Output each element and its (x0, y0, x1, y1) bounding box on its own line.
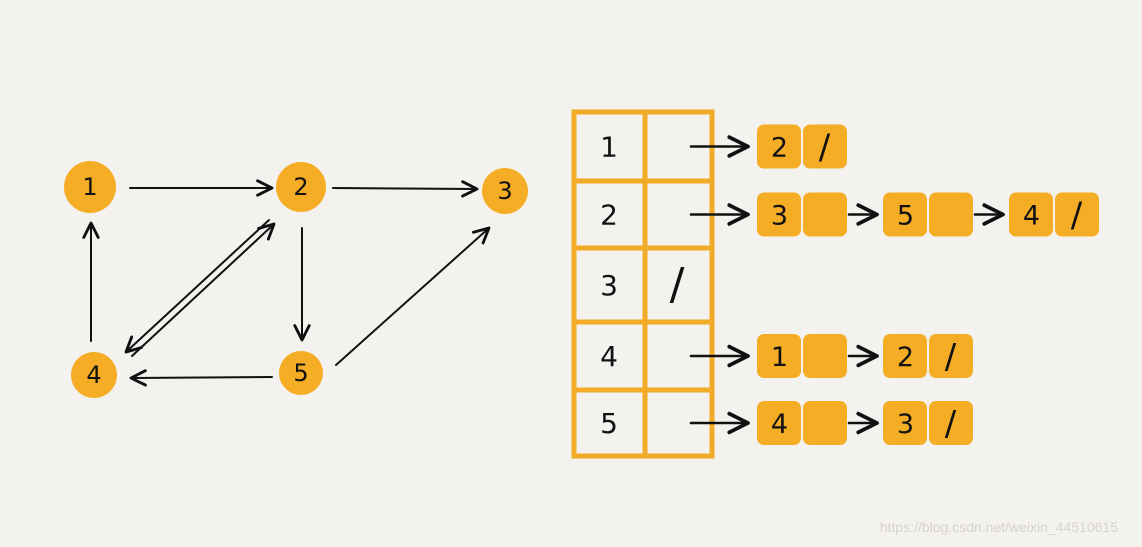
list-node-value: 3 (897, 409, 914, 440)
vertex-label: 5 (600, 407, 618, 440)
list-node-3: 3/ (883, 401, 973, 445)
graph-node-circle (64, 161, 116, 213)
list-node-value-box (757, 334, 801, 378)
graph-node-label: 5 (293, 359, 308, 387)
list-node-value-box (883, 401, 927, 445)
graph-node-circle (71, 352, 117, 398)
list-node-value: 4 (1023, 201, 1040, 232)
graph-node-circle (279, 351, 323, 395)
vertex-label: 2 (600, 199, 618, 232)
linked-list-1: 2/ (689, 124, 847, 169)
adjacency-table: 123/45 (571, 109, 715, 459)
list-node-value: 1 (771, 342, 788, 373)
list-node-value-box (1009, 192, 1053, 237)
graph-node-3: 3 (482, 168, 528, 214)
edge-2-to-3 (332, 180, 479, 198)
list-node-2: 2/ (757, 124, 847, 169)
list-node-next-box (929, 401, 973, 445)
list-node-null-slash: / (819, 128, 831, 168)
table-row-5: 5 (600, 407, 618, 440)
list-node-4: 4/ (1009, 192, 1099, 237)
graph-node-label: 4 (86, 361, 101, 389)
graph-node-1: 1 (64, 161, 116, 213)
list-node-value-box (757, 124, 801, 169)
list-node-next-box (929, 192, 973, 237)
graph-node-4: 4 (71, 352, 117, 398)
list-node-next-box (1055, 192, 1099, 237)
list-node-next-box (803, 192, 847, 237)
graph-node-label: 1 (82, 173, 97, 201)
graph-node-5: 5 (279, 351, 323, 395)
list-node-value-box (883, 192, 927, 237)
edge-2-to-4 (124, 219, 270, 354)
graph-node-circle (276, 162, 326, 212)
graph-node-2: 2 (276, 162, 326, 212)
list-node-value: 2 (771, 133, 788, 164)
list-node-value: 2 (897, 342, 914, 373)
graph-node-circle (482, 168, 528, 214)
list-node-5: 5 (883, 192, 973, 237)
table-row-3: 3/ (600, 259, 685, 310)
list-node-null-slash: / (1071, 196, 1083, 236)
table-row-2: 2 (600, 199, 618, 232)
edge-5-to-3 (335, 226, 491, 366)
graph-node-label: 2 (293, 173, 308, 201)
list-node-value-box (757, 401, 801, 445)
vertex-label: 4 (600, 340, 618, 373)
list-node-next-box (803, 124, 847, 169)
vertex-label: 3 (600, 269, 618, 302)
edge-4-to-2 (131, 222, 276, 357)
graph-node-label: 3 (497, 177, 512, 205)
vertex-label: 1 (600, 131, 618, 164)
null-pointer-slash: / (670, 259, 685, 310)
list-node-4: 4 (757, 401, 847, 445)
graph-nodes: 1 2 3 4 5 (64, 161, 528, 398)
list-node-1: 1 (757, 334, 847, 378)
list-node-next-box (929, 334, 973, 378)
list-node-value: 4 (771, 409, 788, 440)
graph-edges (82, 179, 491, 387)
list-node-3: 3 (757, 192, 847, 237)
list-node-next-box (803, 401, 847, 445)
edge-5-to-4 (129, 369, 273, 387)
watermark: https://blog.csdn.net/weixin_44510615 (879, 519, 1118, 535)
table-row-1: 1 (600, 131, 618, 164)
list-node-value-box (757, 192, 801, 237)
table-row-4: 4 (600, 340, 618, 373)
list-node-value: 5 (897, 201, 914, 232)
list-node-2: 2/ (883, 334, 973, 378)
list-node-null-slash: / (945, 404, 957, 444)
list-node-next-box (803, 334, 847, 378)
list-node-value: 3 (771, 201, 788, 232)
list-node-value-box (883, 334, 927, 378)
list-node-null-slash: / (945, 337, 957, 377)
